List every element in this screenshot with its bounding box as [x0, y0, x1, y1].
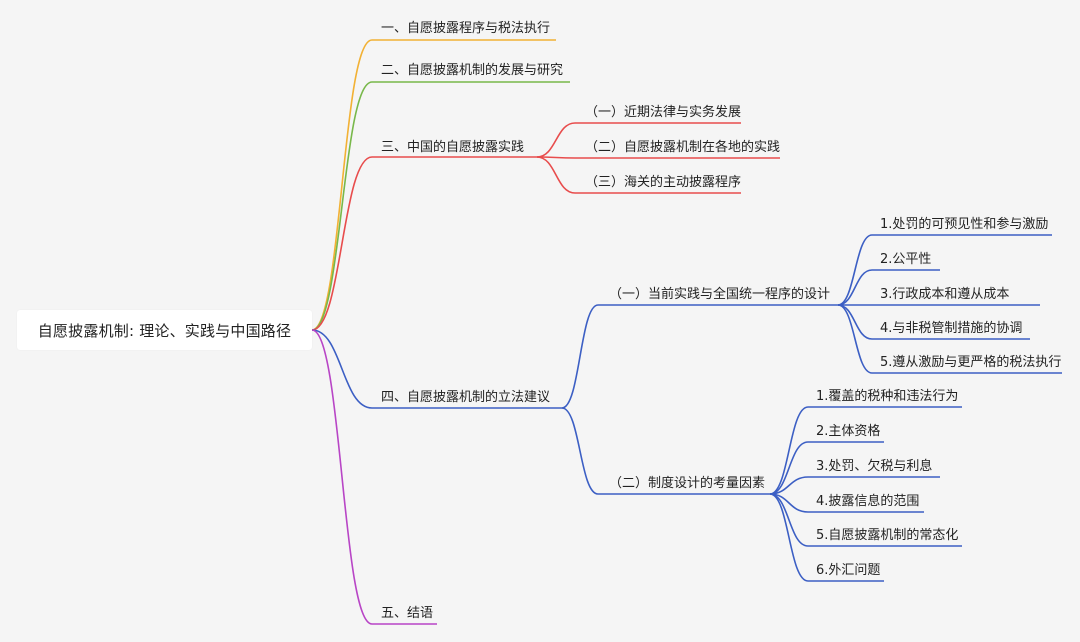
root-node-box[interactable]: [17, 310, 312, 350]
branch-2-label[interactable]: 二、自愿披露机制的发展与研究: [381, 63, 564, 78]
b4-c1-leaf-5-connector: [837, 304, 873, 374]
b4-c1-leaf-5-label[interactable]: 5.遵从激励与更严格的税法执行: [880, 355, 1062, 370]
b4-c2-leaf-3-label[interactable]: 3.处罚、欠税与利息: [816, 459, 933, 474]
b3-child-2-label[interactable]: （二）自愿披露机制在各地的实践: [585, 140, 781, 155]
root-node-label: 自愿披露机制: 理论、实践与中国路径: [37, 321, 292, 340]
branch-1-connector: [311, 39, 373, 331]
b4-c1-leaf-4-connector: [837, 304, 873, 340]
branch-4-label[interactable]: 四、自愿披露机制的立法建议: [381, 390, 551, 405]
b4-c2-leaf-2-connector: [769, 441, 809, 495]
b4-c2-leaf-6-label[interactable]: 6.外汇问题: [816, 563, 881, 578]
b4-c1-leaf-1-label[interactable]: 1.处罚的可预见性和参与激励: [880, 217, 1049, 232]
branch-3-connector: [311, 156, 373, 331]
b4-child-1-connector: [561, 304, 599, 409]
b3-child-1-label[interactable]: （一）近期法律与实务发展: [585, 105, 742, 120]
b4-c2-leaf-2-label[interactable]: 2.主体资格: [816, 424, 881, 439]
b4-child-2-connector: [561, 407, 599, 495]
b4-child-2-label[interactable]: （二）制度设计的考量因素: [609, 476, 766, 491]
b4-c1-leaf-2-label[interactable]: 2.公平性: [880, 252, 932, 267]
b4-c1-leaf-1-connector: [837, 234, 873, 306]
branch-5-connector: [311, 329, 373, 625]
b4-c1-leaf-2-connector: [837, 269, 873, 306]
branch-4-connector: [311, 329, 373, 409]
b4-c2-leaf-5-label[interactable]: 5.自愿披露机制的常态化: [816, 528, 959, 543]
b4-c2-leaf-1-label[interactable]: 1.覆盖的税种和违法行为: [816, 389, 959, 404]
branch-5-label[interactable]: 五、结语: [381, 606, 434, 621]
branch-3-label[interactable]: 三、中国的自愿披露实践: [381, 140, 525, 155]
b4-c2-leaf-1-connector: [769, 406, 809, 495]
b4-c2-leaf-3-connector: [769, 476, 809, 495]
b4-c2-leaf-6-connector: [769, 493, 809, 582]
b4-c1-leaf-3-label[interactable]: 3.行政成本和遵从成本: [880, 287, 1010, 302]
connector-lines: [311, 39, 1062, 625]
b3-child-3-connector: [536, 156, 576, 194]
b4-c1-leaf-4-label[interactable]: 4.与非税管制措施的协调: [880, 321, 1023, 336]
b4-c2-leaf-4-label[interactable]: 4.披露信息的范围: [816, 494, 920, 509]
b3-child-1-connector: [536, 122, 576, 158]
b4-child-1-label[interactable]: （一）当前实践与全国统一程序的设计: [609, 287, 831, 302]
branch-2-connector: [311, 81, 373, 331]
branch-1-label[interactable]: 一、自愿披露程序与税法执行: [381, 21, 551, 36]
b3-child-3-label[interactable]: （三）海关的主动披露程序: [585, 175, 742, 190]
